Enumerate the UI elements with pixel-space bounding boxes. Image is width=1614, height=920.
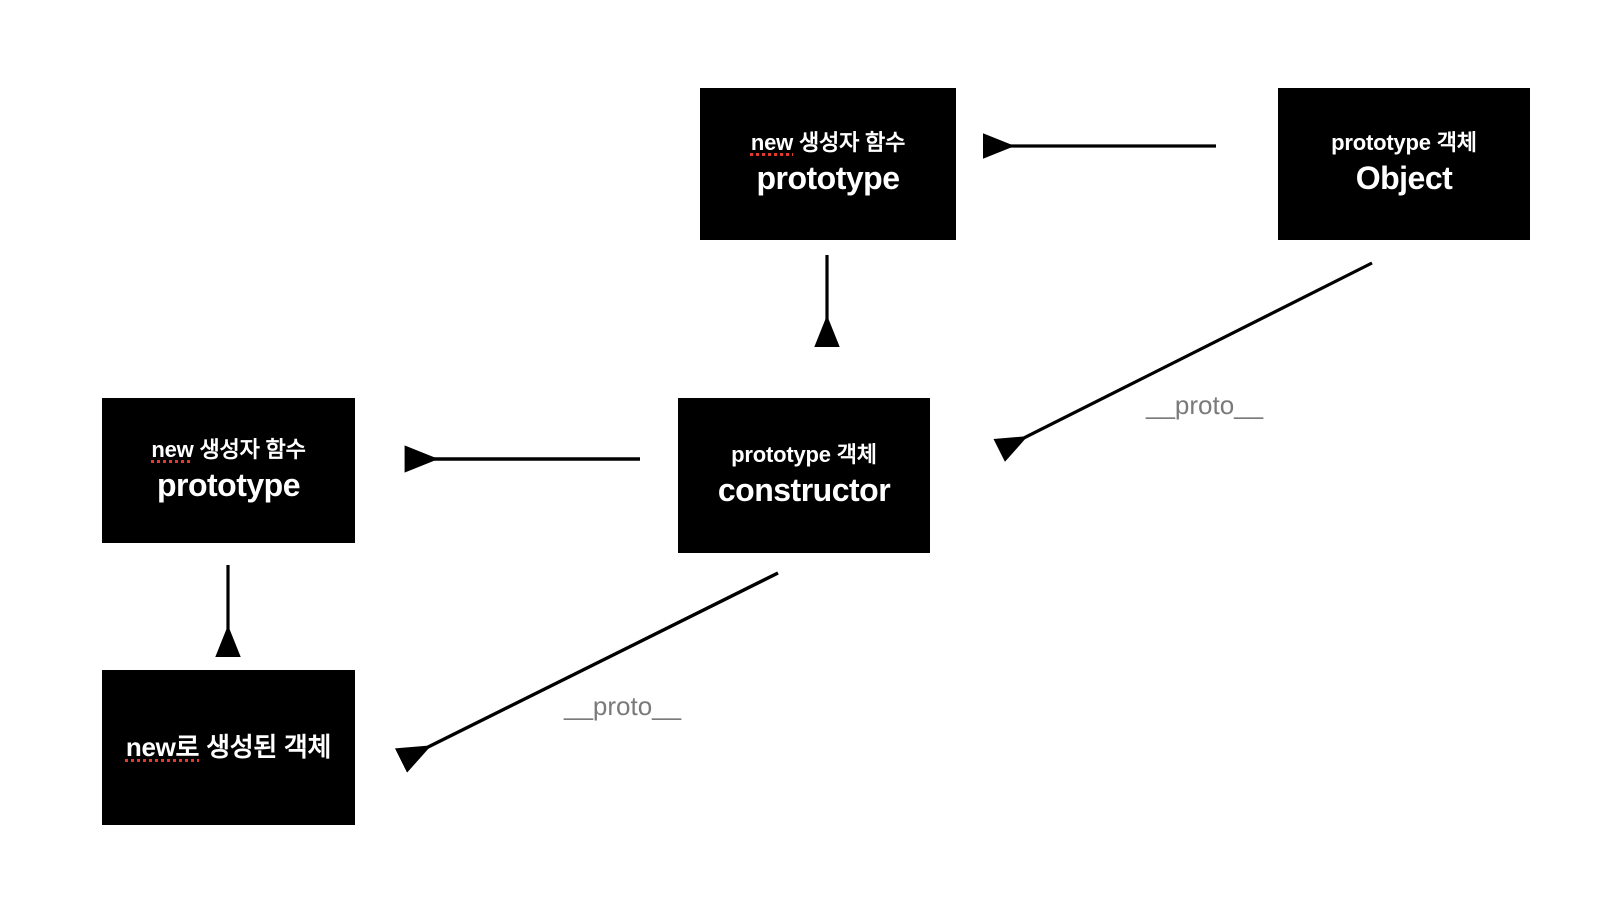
edge-object-proto-to-constructor bbox=[993, 261, 1373, 462]
node-title: new로 생성된 객체 bbox=[125, 732, 332, 763]
node-subtitle: prototype 객체 bbox=[731, 442, 877, 468]
node-subtitle-prefix: prototype bbox=[1331, 130, 1431, 156]
node-title-suffix: 생성된 객체 bbox=[199, 732, 332, 763]
node-subtitle-suffix: 객체 bbox=[830, 441, 877, 467]
node-subtitle-suffix: 생성자 함수 bbox=[793, 130, 906, 156]
node-prototype-object-object[interactable]: prototype 객체 Object bbox=[1278, 88, 1530, 240]
node-title: constructor bbox=[717, 471, 891, 508]
node-new-constructor-prototype-top[interactable]: new 생성자 함수 prototype bbox=[700, 88, 956, 240]
keyword-new: new bbox=[750, 130, 794, 156]
node-subtitle: new 생성자 함수 bbox=[151, 437, 305, 463]
keyword-new: new bbox=[151, 436, 194, 462]
node-subtitle-suffix: 생성자 함수 bbox=[193, 436, 306, 462]
node-object-created-with-new[interactable]: new로 생성된 객체 bbox=[102, 670, 355, 825]
node-prototype-object-constructor[interactable]: prototype 객체 constructor bbox=[678, 398, 930, 553]
node-subtitle: new 생성자 함수 bbox=[751, 130, 905, 156]
node-subtitle-prefix: prototype bbox=[731, 441, 831, 467]
keyword-new: new로 bbox=[125, 732, 200, 763]
node-title: prototype bbox=[756, 160, 900, 197]
edge-label-proto-constructor: __proto__ bbox=[564, 691, 682, 721]
node-title: Object bbox=[1355, 160, 1453, 197]
node-subtitle: prototype 객체 bbox=[1331, 130, 1477, 156]
edge-label-proto-object: __proto__ bbox=[1146, 390, 1264, 420]
node-title: prototype bbox=[156, 466, 301, 503]
node-new-constructor-prototype-left[interactable]: new 생성자 함수 prototype bbox=[102, 398, 355, 543]
node-subtitle-suffix: 객체 bbox=[1430, 130, 1477, 156]
edge-constructor-proto-to-new-object bbox=[394, 571, 779, 773]
